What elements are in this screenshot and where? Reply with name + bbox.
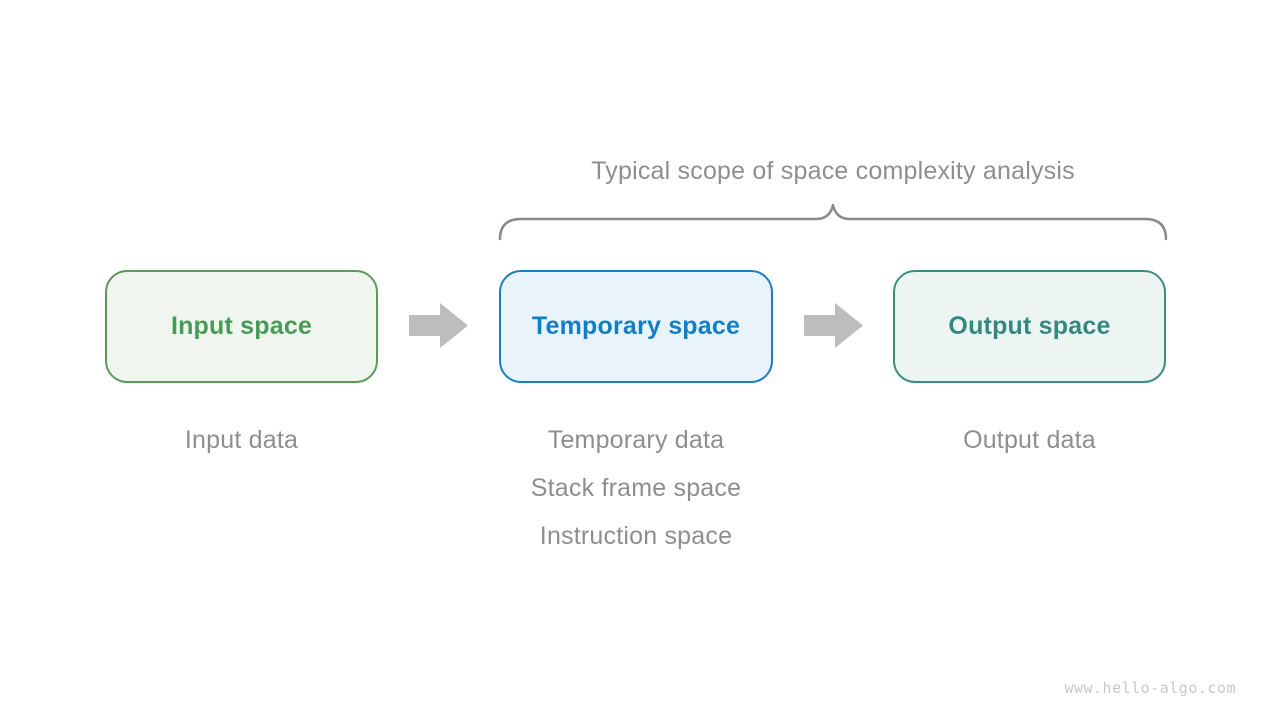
brace-path xyxy=(498,203,1168,241)
scope-brace xyxy=(498,203,1168,241)
watermark: www.hello-algo.com xyxy=(1064,679,1236,697)
output-space-label: Output space xyxy=(948,312,1111,340)
arrow-right-shape xyxy=(409,303,468,348)
output-space-box: Output space xyxy=(893,270,1166,383)
caption-line: Temporary data xyxy=(547,426,725,454)
input-space-box: Input space xyxy=(105,270,378,383)
caption-line: Input data xyxy=(184,426,299,454)
temporary-captions: Temporary data Stack frame space Instruc… xyxy=(499,416,773,560)
caption-line: Instruction space xyxy=(539,522,733,550)
scope-title: Typical scope of space complexity analys… xyxy=(591,157,1075,185)
temporary-space-box: Temporary space xyxy=(499,270,773,383)
caption-line: Stack frame space xyxy=(530,474,742,502)
arrow-right-icon xyxy=(409,303,468,348)
input-captions: Input data xyxy=(105,416,378,464)
caption-line: Output data xyxy=(963,426,1096,454)
temporary-space-label: Temporary space xyxy=(531,312,741,340)
output-captions: Output data xyxy=(893,416,1166,464)
arrow-right-shape xyxy=(804,303,863,348)
arrow-right-icon xyxy=(804,303,863,348)
input-space-label: Input space xyxy=(170,312,313,340)
